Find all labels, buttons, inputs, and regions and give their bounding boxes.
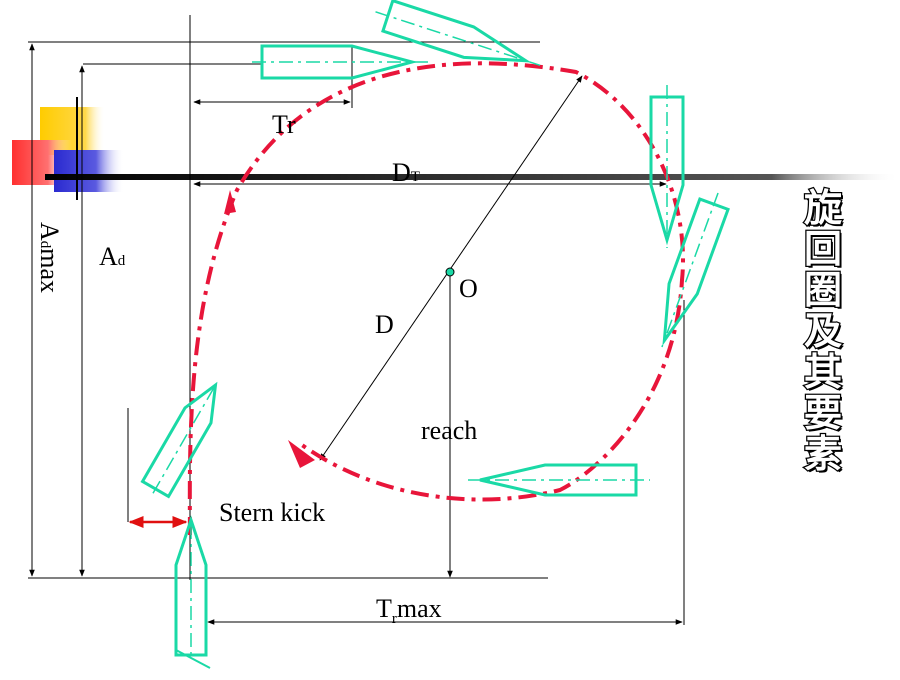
- ad-main: A: [99, 242, 118, 271]
- title-char: 旋: [803, 186, 844, 230]
- tr-label: Tr: [272, 112, 296, 138]
- ad-sub: d: [117, 253, 126, 269]
- path-arrow-end: [288, 440, 315, 468]
- admax-main: A: [35, 222, 64, 241]
- tr-text: Tr: [272, 110, 296, 139]
- decorative-color-blocks: [12, 97, 900, 200]
- ship-bottom: [468, 463, 650, 497]
- ship-right-vertical: [649, 85, 685, 248]
- ship-right-angled: [661, 192, 730, 348]
- center-point: [445, 267, 455, 277]
- path-arrow-left: [224, 190, 236, 214]
- ad-label: Ad: [99, 244, 125, 270]
- dt-sub: T: [410, 169, 420, 185]
- diameter-label: D: [375, 310, 394, 339]
- title-char: 素: [803, 432, 844, 476]
- header-bar: [45, 174, 900, 180]
- title-char: 要: [803, 391, 844, 435]
- title-char: 其: [803, 350, 844, 394]
- stern-kick-label: Stern kick: [219, 498, 326, 527]
- title-char: 及: [803, 309, 844, 353]
- ship-silhouettes: [140, 0, 730, 669]
- dt-main: D: [392, 158, 411, 187]
- trmax-label: Trmax: [376, 594, 442, 627]
- ship-top-left: [252, 44, 430, 80]
- reach-label: reach: [421, 416, 478, 445]
- ship-top: [375, 0, 541, 67]
- trmax-tail: max: [396, 594, 442, 623]
- page-title: 旋回圈及其要素: [800, 186, 846, 476]
- title-char: 回: [803, 227, 844, 271]
- trmax-sub: r: [391, 611, 397, 627]
- dt-label: DT: [392, 160, 420, 186]
- blue-block: [54, 150, 124, 192]
- trmax-main: T: [376, 594, 392, 623]
- ship-start: [174, 515, 211, 669]
- dimension-lines: [28, 15, 685, 625]
- title-char: 圈: [803, 268, 844, 312]
- admax-label: Admax: [35, 222, 64, 294]
- center-label: O: [459, 274, 478, 303]
- ship-kick: [140, 381, 218, 499]
- admax-tail: max: [35, 248, 64, 294]
